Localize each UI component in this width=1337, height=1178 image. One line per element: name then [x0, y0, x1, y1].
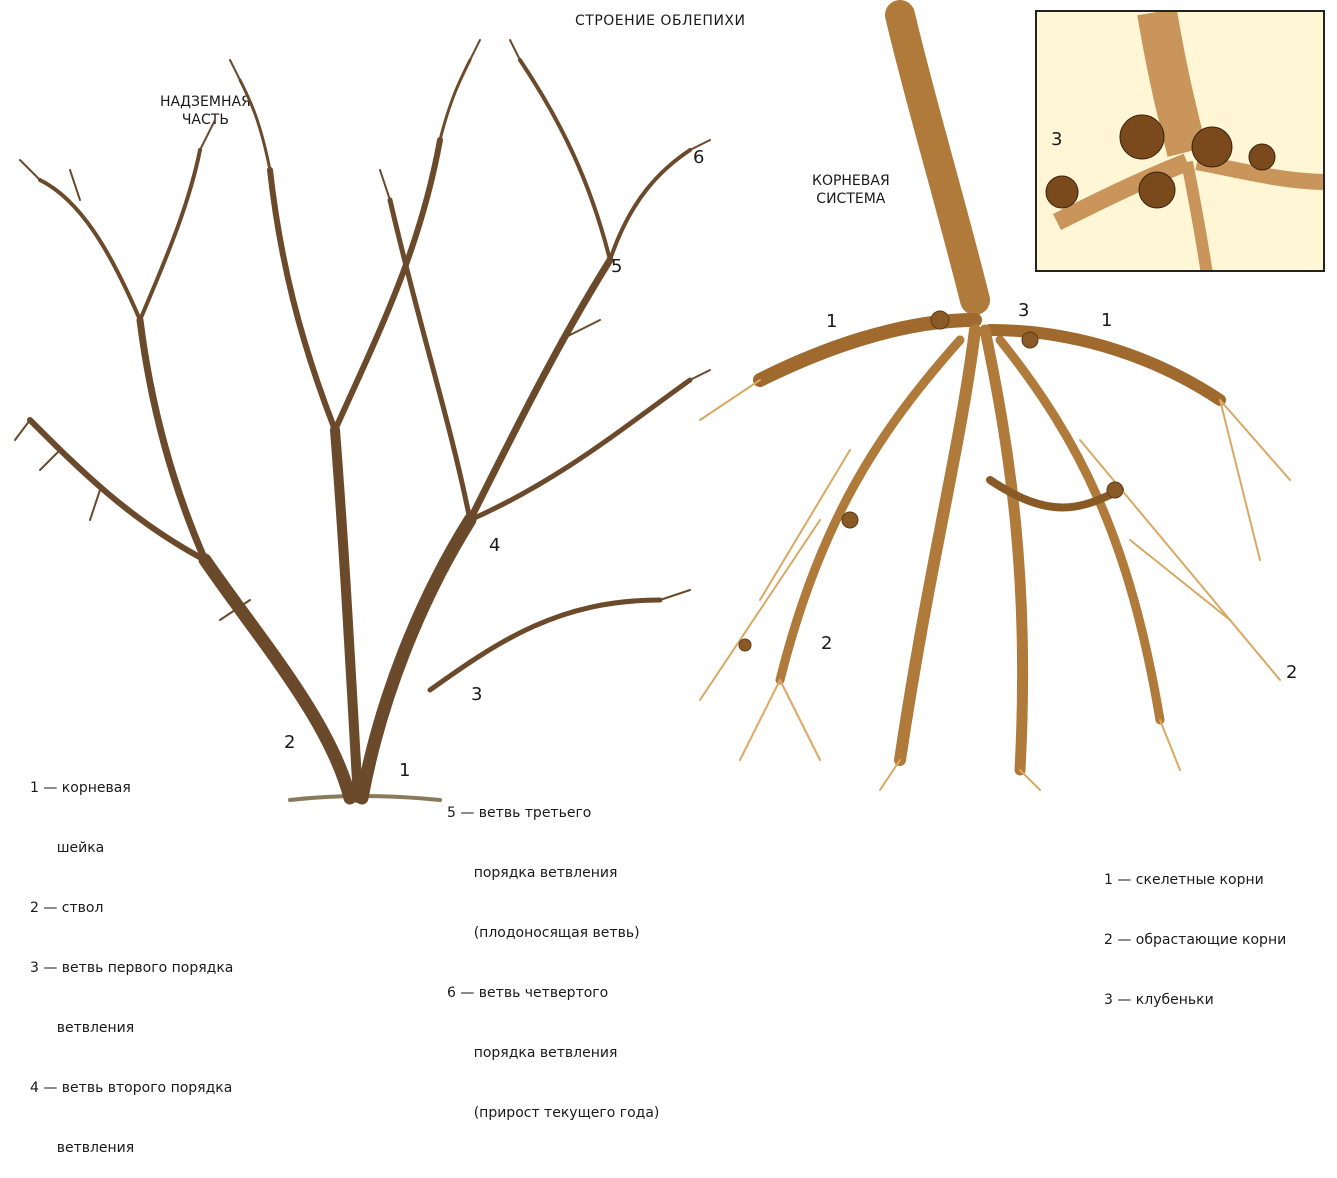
legend-left-line: 4 — ветвь второго порядка	[30, 1078, 233, 1098]
marker-third-order: 5	[611, 257, 622, 276]
legend-left-line: 1 — корневая	[30, 778, 233, 798]
marker-fourth-order: 6	[693, 148, 704, 167]
root-system-heading-line1: КОРНЕВАЯ	[812, 172, 890, 190]
nodules-inset-drawing	[1037, 12, 1325, 272]
legend-middle-line: (прирост текущего года)	[447, 1103, 659, 1123]
marker-first-order: 3	[471, 685, 482, 704]
legend-left-line: ветвления	[30, 1138, 233, 1158]
marker-nodules: 3	[1018, 301, 1029, 320]
legend-right: 1 — скелетные корни 2 — обрастающие корн…	[1104, 830, 1286, 1030]
legend-left-line: 3 — ветвь первого порядка	[30, 958, 233, 978]
legend-middle-line: 6 — ветвь четвертого	[447, 983, 659, 1003]
marker-skeletal-left: 1	[826, 312, 837, 331]
inset-marker-3: 3	[1051, 130, 1062, 149]
marker-trunk: 2	[284, 733, 295, 752]
legend-right-line: 1 — скелетные корни	[1104, 870, 1286, 890]
legend-middle-line: порядка ветвления	[447, 863, 659, 883]
marker-feeding-left: 2	[821, 634, 832, 653]
legend-left-line: ветвления	[30, 1018, 233, 1038]
marker-root-collar: 1	[399, 761, 410, 780]
marker-second-order: 4	[489, 536, 500, 555]
marker-skeletal-right: 1	[1101, 311, 1112, 330]
shrub-illustration	[0, 0, 720, 820]
root-system-heading-line2: СИСТЕМА	[812, 190, 890, 208]
legend-middle-line: 5 — ветвь третьего	[447, 803, 659, 823]
marker-feeding-right: 2	[1286, 663, 1297, 682]
legend-middle-line: (плодоносящая ветвь)	[447, 923, 659, 943]
legend-left-line: шейка	[30, 838, 233, 858]
legend-right-line: 3 — клубеньки	[1104, 990, 1286, 1010]
nodules-inset: 3	[1035, 10, 1325, 272]
legend-middle: 5 — ветвь третьего порядка ветвления (пл…	[447, 763, 659, 1143]
legend-left-line: 2 — ствол	[30, 898, 233, 918]
legend-middle-line: порядка ветвления	[447, 1043, 659, 1063]
legend-right-line: 2 — обрастающие корни	[1104, 930, 1286, 950]
legend-left: 1 — корневая шейка 2 — ствол 3 — ветвь п…	[30, 738, 233, 1178]
root-system-heading: КОРНЕВАЯ СИСТЕМА	[812, 172, 890, 208]
